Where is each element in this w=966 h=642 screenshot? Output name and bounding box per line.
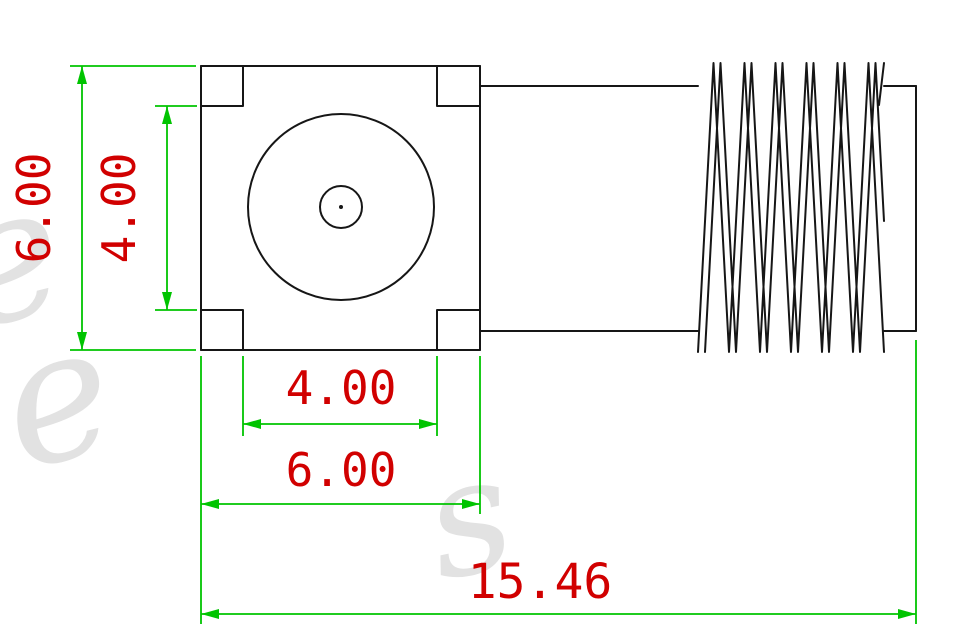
side-view [479,62,917,353]
flange-corner-tab-top-right [436,65,481,107]
front-view [200,65,481,351]
arrowhead-left [201,499,219,509]
dimension-label-total-length: 15.46 [468,554,613,610]
outer-circle [247,113,435,301]
flange-corner-tab-bottom-right [436,309,481,351]
flange-corner-tab-top-left [200,65,244,107]
arrowhead-left [201,609,219,619]
inner-pin-circle [319,185,363,229]
dimension-label-flange-width: 6.00 [286,443,397,497]
flange-corner-tab-bottom-left [200,309,244,351]
arrowhead-down [162,292,172,310]
arrowhead-right [462,499,480,509]
flange-outline [200,65,481,351]
dimension-total-length: 15.46 [201,340,917,624]
watermark: e e s [0,143,528,617]
arrowhead-down [77,332,87,350]
thread-zigzag-2 [704,62,885,353]
dimension-flange-height: 6.00 [7,65,196,351]
arrowhead-up [162,106,172,124]
center-point [339,205,343,209]
arrowhead-left [243,419,261,429]
arrowhead-right [898,609,916,619]
thread-runout [878,62,885,106]
arrowhead-up [77,66,87,84]
dimension-label-flange-height: 6.00 [7,153,61,264]
thread-zigzag-1 [697,62,885,353]
dimension-label-inner-height: 4.00 [92,153,146,264]
dimension-inner-height: 4.00 [92,105,197,311]
watermark-glyph: e [0,283,134,512]
arrowhead-right [419,419,437,429]
dimension-label-inner-width: 4.00 [286,361,397,415]
dimension-flange-width: 6.00 [200,356,481,624]
dimension-inner-width: 4.00 [242,356,438,436]
